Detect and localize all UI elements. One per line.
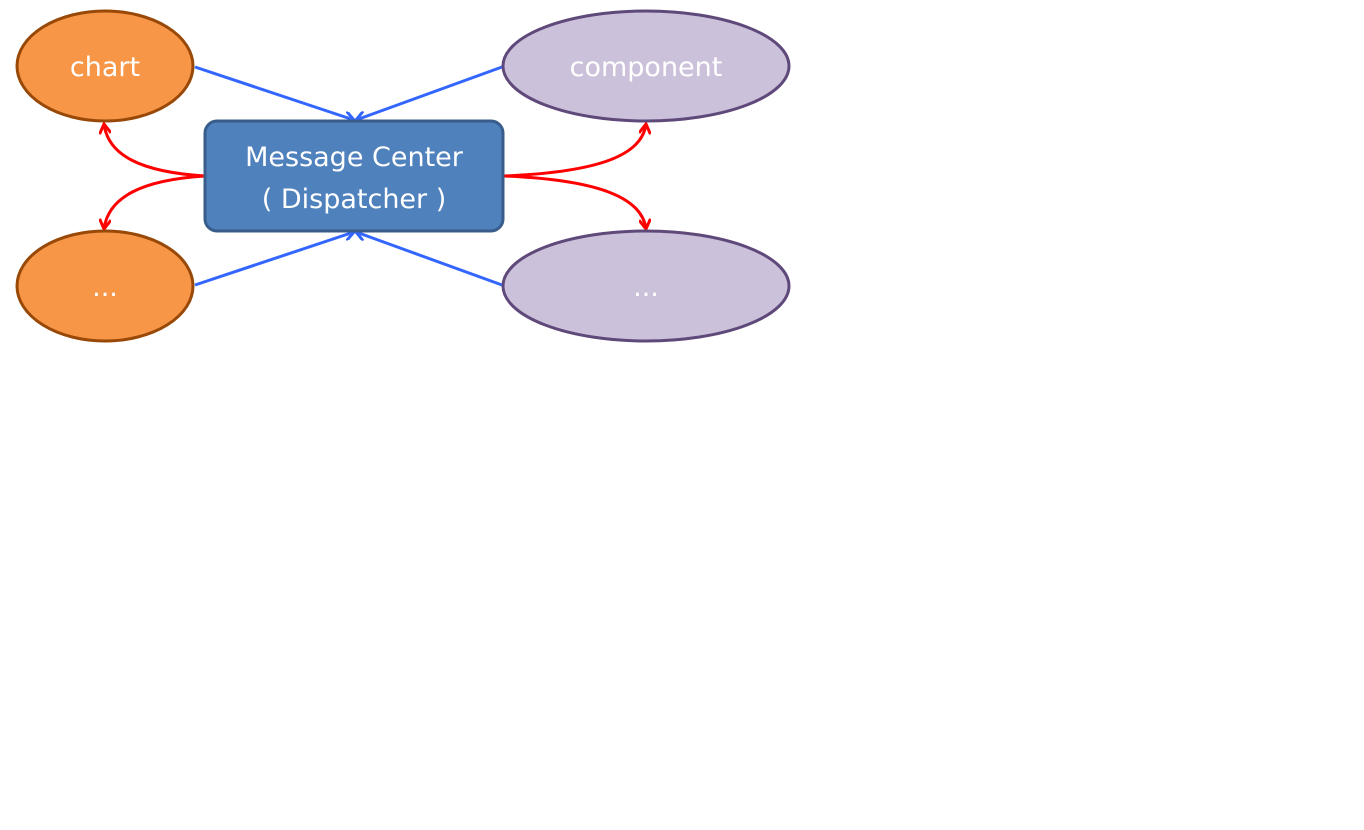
message-center-box: Message Center ( Dispatcher ) <box>203 119 505 233</box>
message-center-subtitle: ( Dispatcher ) <box>262 184 447 215</box>
arrow-component-more-to-center <box>356 232 503 287</box>
chart-more-node: ... <box>15 229 195 343</box>
message-center-title: Message Center <box>245 142 464 173</box>
arrow-center-to-component-more <box>503 174 646 229</box>
arrow-center-to-component <box>503 124 646 178</box>
arrow-component-to-center <box>356 65 503 120</box>
chart-node-label: chart <box>70 52 140 83</box>
component-more-node-label: ... <box>633 272 659 303</box>
chart-node: chart <box>15 9 195 123</box>
arrow-center-to-chart <box>104 124 206 178</box>
component-node-label: component <box>570 52 723 83</box>
arrow-center-to-chart-more <box>104 174 206 229</box>
component-more-node: ... <box>501 229 791 343</box>
chart-more-node-label: ... <box>92 272 118 303</box>
arrow-chart-more-to-center <box>194 232 354 287</box>
arrow-chart-to-center <box>194 65 354 120</box>
component-node: component <box>501 9 791 123</box>
